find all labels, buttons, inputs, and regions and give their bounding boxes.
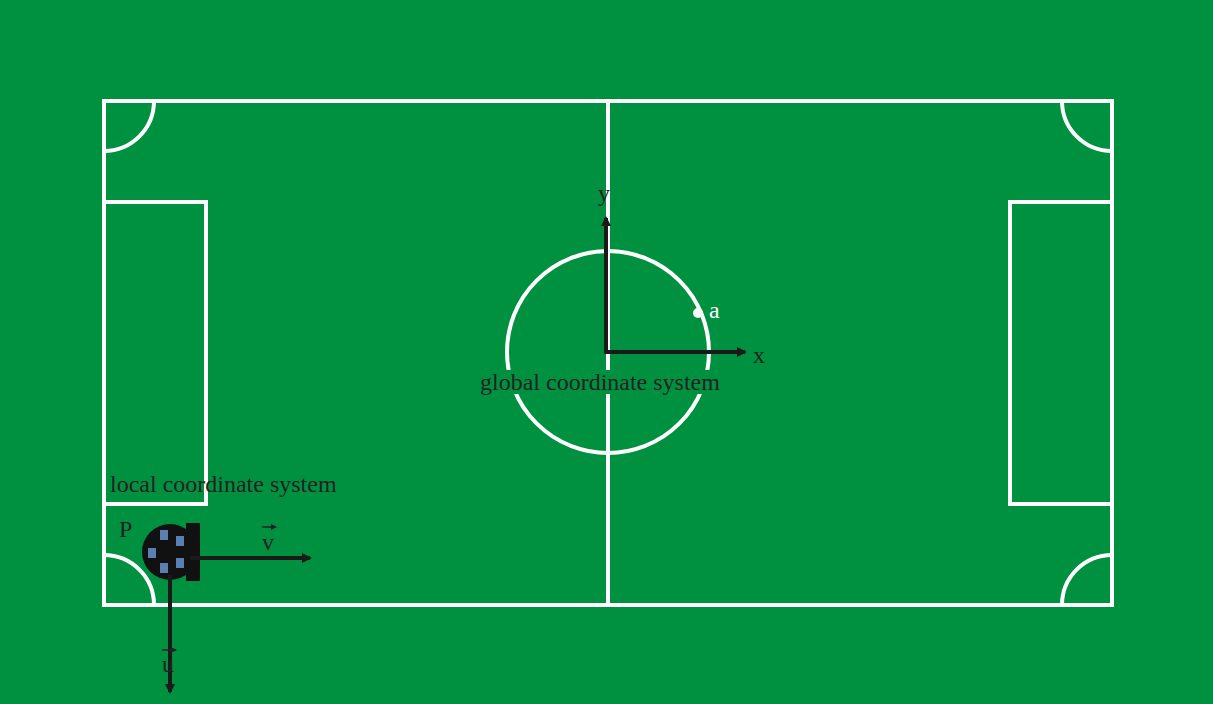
robot [142,523,200,581]
point-a [693,308,703,318]
point-label: a [709,298,720,322]
axis-label: x [753,343,765,367]
point-label: P [119,517,132,541]
system-label: local coordinate system [110,472,337,496]
field-lines [104,101,1112,605]
vector-label: v [262,530,274,554]
vector-label: u [162,652,174,676]
local-axes [170,558,310,692]
axis-label: y [598,181,610,205]
vector-accents [162,527,276,650]
system-label: global coordinate system [478,370,722,394]
global-axes [604,218,745,354]
